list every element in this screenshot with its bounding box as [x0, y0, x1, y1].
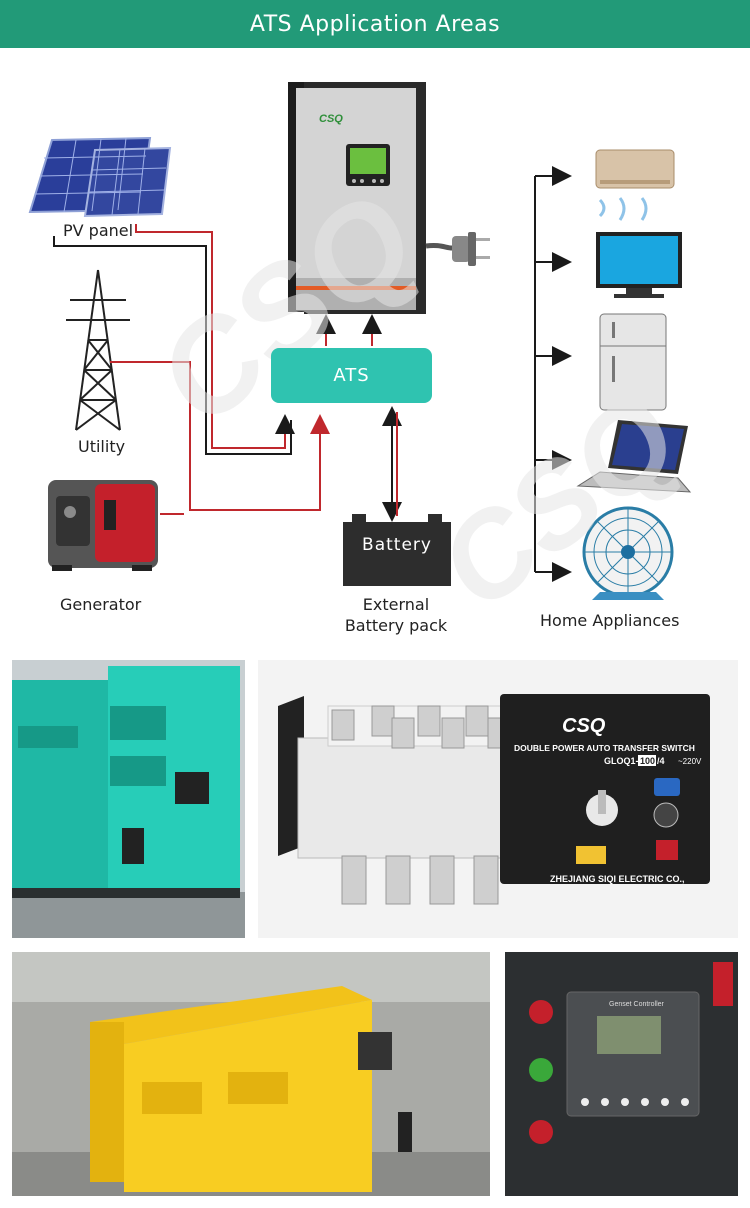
wiring-diagram: CSQ — [28, 82, 702, 635]
page-title: ATS Application Areas — [249, 12, 501, 37]
utility-label: Utility — [78, 437, 126, 456]
tv-icon — [596, 232, 682, 298]
generator-icon — [48, 480, 158, 571]
header-banner — [0, 0, 750, 48]
power-plug-icon — [425, 232, 490, 266]
ats-switch-illustration: CSQ DOUBLE POWER AUTO TRANSFER SWITCH GL… — [258, 660, 738, 938]
fridge-icon — [599, 313, 667, 411]
ats-rating: 100 — [640, 756, 655, 766]
yellow-generator-photo — [12, 952, 490, 1196]
external-battery-label-line2: Battery pack — [344, 616, 448, 635]
teal-generator-photo — [12, 660, 245, 938]
external-battery-label-line1: External — [362, 595, 430, 614]
ats-switch-title: DOUBLE POWER AUTO TRANSFER SWITCH — [514, 743, 695, 753]
utility-tower-icon — [66, 269, 130, 431]
laptop-icon — [576, 420, 692, 493]
ats-manufacturer: ZHEJIANG SIQI ELECTRIC CO., — [550, 874, 685, 884]
ats-poles: /4 — [657, 756, 665, 766]
pv-panel-label: PV panel — [63, 221, 134, 240]
pv-panel-icon — [28, 136, 172, 218]
inverter-brand: CSQ — [319, 113, 343, 125]
genset-controller-illustration: Genset Controller — [505, 952, 738, 1196]
air-conditioner-icon — [595, 149, 675, 221]
teal-generator-illustration — [12, 660, 245, 938]
battery-label: Battery — [362, 535, 432, 555]
yellow-generator-illustration — [12, 952, 490, 1196]
home-appliances-label: Home Appliances — [540, 611, 680, 630]
ats-brand: CSQ — [562, 715, 606, 737]
ats-box: ATS — [271, 348, 432, 403]
ats-voltage: ~220V — [678, 757, 702, 766]
ats-switch-photo: CSQ DOUBLE POWER AUTO TRANSFER SWITCH GL… — [258, 660, 738, 938]
genset-controller-photo: Genset Controller — [505, 952, 738, 1196]
inverter-icon: CSQ — [288, 82, 426, 314]
battery-icon — [343, 514, 451, 586]
generator-label: Generator — [60, 595, 142, 614]
ats-model: GLOQ1- — [604, 756, 639, 766]
controller-title: Genset Controller — [609, 1001, 665, 1008]
fan-icon — [582, 506, 674, 600]
